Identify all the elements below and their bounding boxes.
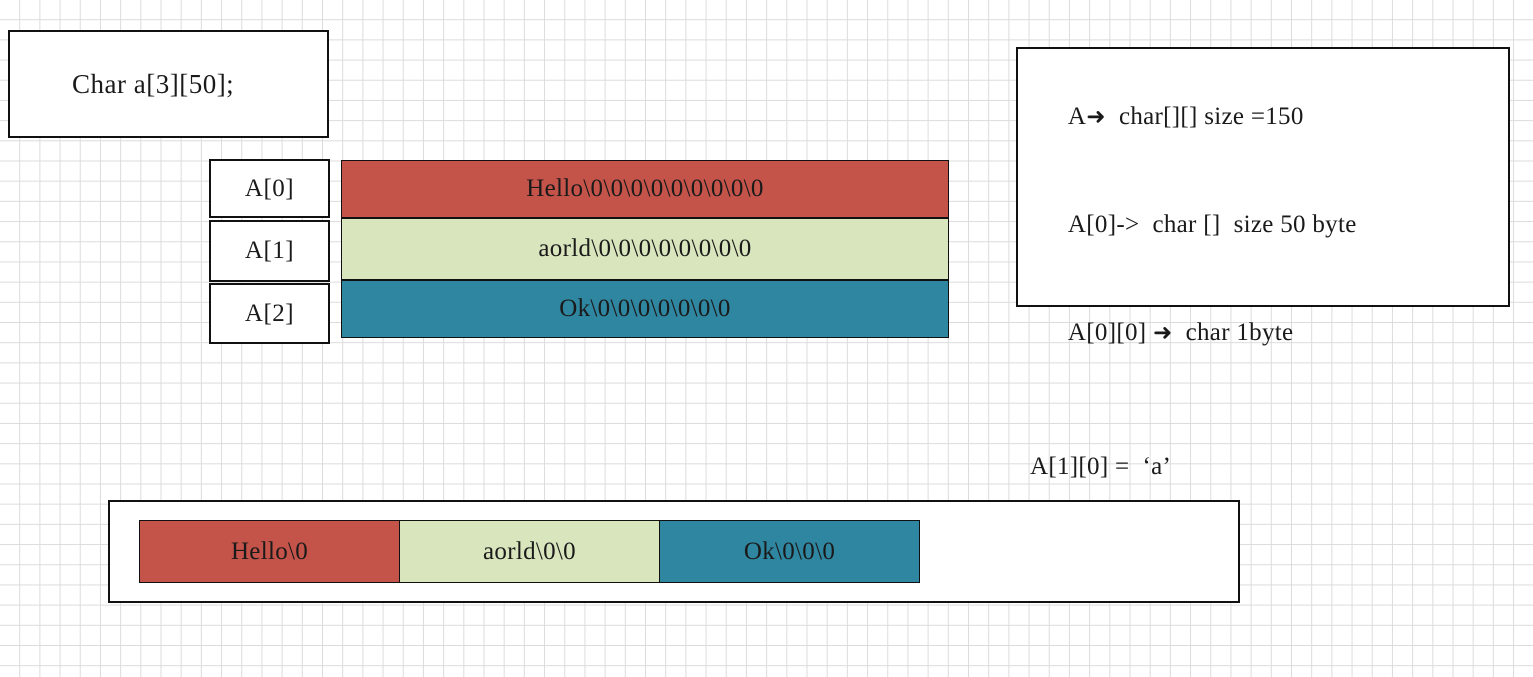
note-line-a0-prefix: A[0]-> (1067, 211, 1140, 238)
memory-segment-1: aorld\0\0 (399, 520, 660, 583)
note-line-a: A➜ char[][] size =150 (1030, 63, 1508, 171)
note-spacer (1030, 387, 1508, 449)
note-line-a0-rest: char [] size 50 byte (1139, 211, 1357, 238)
memory-segment-2: Ok\0\0\0 (659, 520, 920, 583)
memory-strip: Hello\0 aorld\0\0 Ok\0\0\0 (139, 520, 920, 583)
note-line-a-prefix: A (1067, 103, 1087, 130)
array-row-0: Hello\0\0\0\0\0\0\0\0\0 (341, 160, 949, 218)
note-line-a-rest: char[][] size =150 (1105, 103, 1304, 130)
row-index-label-2: A[2] (209, 283, 330, 344)
array-row-1: aorld\0\0\0\0\0\0\0\0 (341, 218, 949, 280)
row-index-label-1: A[1] (209, 220, 330, 282)
declaration-text: Char a[3][50]; (72, 68, 235, 99)
note-line-a00-prefix: A[0][0] (1067, 319, 1153, 346)
arrow-right-icon: ➜ (1152, 320, 1173, 346)
note-line-a0: A[0]-> char [] size 50 byte (1030, 171, 1508, 279)
note-line-a00-rest: char 1byte (1172, 319, 1294, 346)
note-assignment: A[1][0] = ‘a’ (1030, 453, 1172, 480)
note-line-a00: A[0][0] ➜ char 1byte (1030, 279, 1508, 387)
array-row-2: Ok\0\0\0\0\0\0\0 (341, 280, 949, 338)
memory-segment-0: Hello\0 (139, 520, 400, 583)
row-index-label-0: A[0] (209, 159, 330, 218)
declaration-box: Char a[3][50]; (8, 30, 329, 138)
notes-box: A➜ char[][] size =150 A[0]-> char [] siz… (1016, 47, 1510, 480)
arrow-right-icon: ➜ (1086, 104, 1106, 130)
